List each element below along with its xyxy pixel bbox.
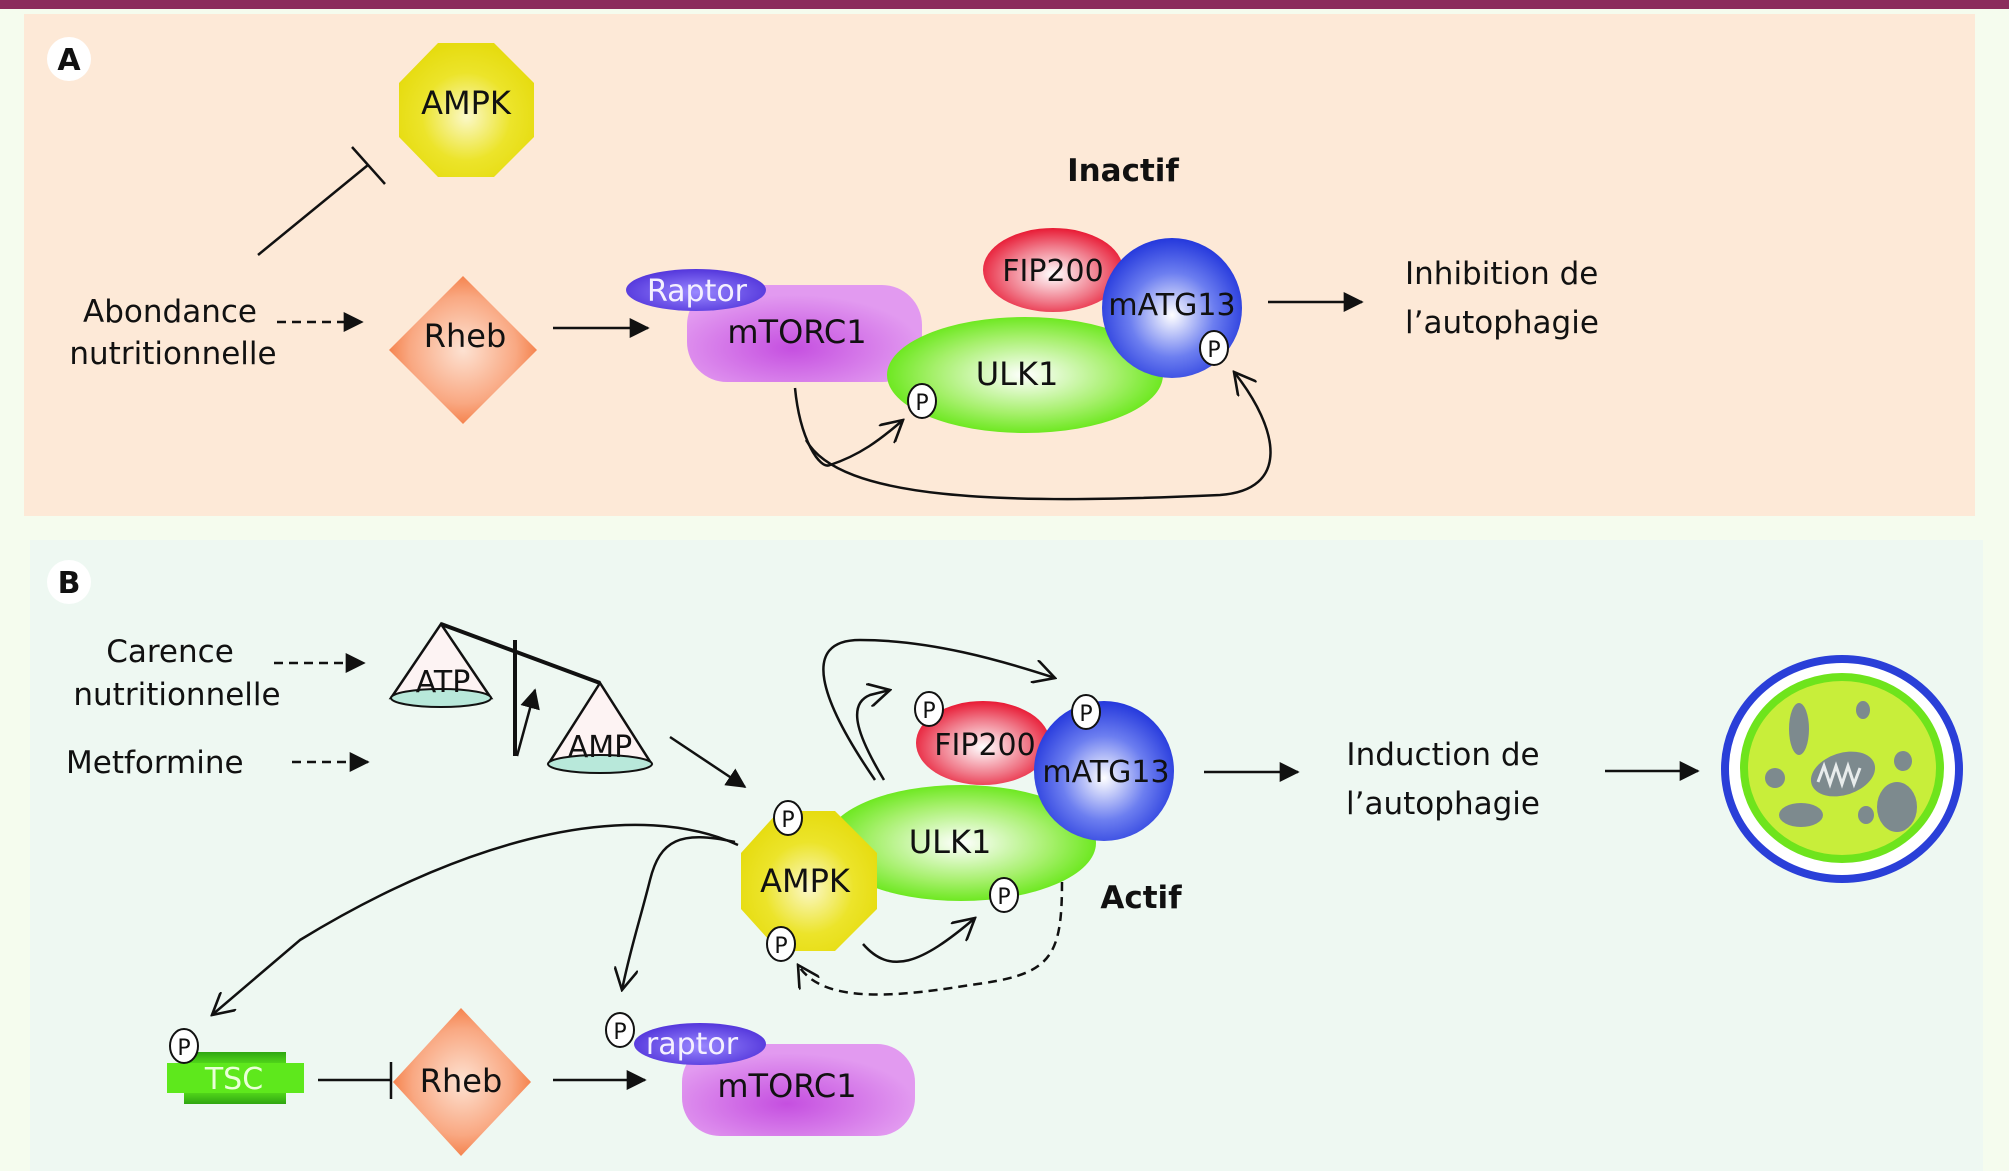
ampk-node	[399, 43, 534, 177]
svg-text:P: P	[1079, 702, 1092, 727]
mtorc1-label-b: mTORC1	[717, 1067, 856, 1105]
tsc-node	[167, 1052, 304, 1104]
ampk-label-b: AMPK	[760, 862, 851, 900]
outcome-line1: Inhibition de	[1405, 256, 1598, 292]
outcome-b-line1: Induction de	[1346, 737, 1539, 773]
mtorc1-node	[687, 285, 922, 382]
svg-text:P: P	[613, 1020, 626, 1045]
rheb-node	[389, 276, 537, 424]
ulk1-label: ULK1	[976, 355, 1059, 393]
rheb-label-b: Rheb	[420, 1062, 503, 1100]
svg-text:P: P	[915, 391, 928, 416]
amp-label: AMP	[568, 730, 633, 765]
svg-text:P: P	[1207, 338, 1220, 363]
amp-pan-base	[547, 754, 653, 774]
panel-a-badge	[47, 37, 91, 81]
ampk-node-b	[741, 811, 877, 951]
svg-text:P: P	[997, 885, 1010, 910]
top-bar	[0, 0, 2009, 9]
phospho-raptor: P	[605, 1012, 635, 1048]
atp-label: ATP	[416, 665, 471, 700]
phospho-ampk-bottom: P	[766, 926, 796, 962]
ampk-label: AMPK	[421, 84, 512, 122]
phosphorylation-arrow-ulk1	[793, 387, 903, 467]
fip200-label: FIP200	[1002, 254, 1103, 289]
ampk-to-tsc-arrow	[212, 823, 739, 1015]
ampk-to-ulk1-arrow	[862, 918, 975, 964]
fip200-label-b: FIP200	[934, 728, 1035, 763]
tsc-label: TSC	[204, 1062, 263, 1097]
rheb-node-b	[393, 1008, 531, 1156]
phospho-tsc: P	[169, 1028, 199, 1064]
fip200-node-b	[916, 701, 1050, 785]
phosphorylation-arrow-matg13	[804, 372, 1272, 501]
phospho-matg13: P	[1199, 330, 1229, 366]
matg13-node-b	[1034, 701, 1174, 841]
balance-arrow	[515, 688, 540, 757]
panel-b-content: B Carence nutritionnelle Metformine ATP …	[47, 560, 1963, 1156]
outcome-line2: l’autophagie	[1405, 305, 1599, 341]
phospho-matg13-b: P	[1071, 694, 1101, 730]
ampk-to-raptor-arrow	[622, 836, 736, 990]
autophagosome-icon	[1721, 655, 1963, 883]
ulk1-to-matg13-arrow	[822, 638, 1055, 781]
svg-text:P: P	[177, 1036, 190, 1061]
phospho-ulk1: P	[907, 383, 937, 419]
inhibition-line	[257, 164, 369, 256]
panel-b-label: B	[58, 566, 81, 601]
outcome-b-line2: l’autophagie	[1346, 786, 1540, 822]
raptor-label-b: raptor	[646, 1027, 739, 1062]
panel-a-label: A	[57, 43, 81, 78]
raptor-node-b	[634, 1023, 766, 1065]
input-carence: Carence	[106, 634, 234, 670]
input-nutritionnelle-b: nutritionnelle	[73, 677, 280, 713]
mtorc1-label: mTORC1	[727, 313, 866, 351]
amp-to-ampk-arrow	[669, 735, 747, 789]
panel-a-content: A AMPK Abondance nutritionnelle Rheb mTO…	[47, 37, 1599, 501]
panel-b-badge	[47, 560, 91, 604]
raptor-label: Raptor	[647, 274, 748, 309]
ulk1-to-ampk-dashed-arrow	[798, 881, 1064, 996]
svg-text:P: P	[781, 808, 794, 833]
input-abondance: Abondance	[83, 294, 257, 330]
matg13-label-b: mATG13	[1042, 755, 1169, 790]
svg-text:P: P	[774, 934, 787, 959]
ulk1-node	[887, 317, 1163, 433]
state-actif: Actif	[1100, 880, 1182, 916]
state-inactif: Inactif	[1067, 153, 1179, 189]
atp-amp-balance: ATP AMP	[388, 621, 654, 774]
rheb-label: Rheb	[424, 317, 507, 355]
balance-beam	[440, 622, 601, 685]
inhibition-bar	[351, 146, 386, 185]
input-nutritionnelle: nutritionnelle	[69, 336, 276, 372]
phospho-ampk-top: P	[773, 800, 803, 836]
phospho-fip200: P	[914, 691, 944, 727]
phospho-ulk1-b: P	[989, 877, 1019, 913]
ulk1-to-fip200-arrow	[855, 690, 890, 781]
svg-text:P: P	[922, 699, 935, 724]
mtorc1-node-b	[682, 1044, 915, 1136]
input-metformine: Metformine	[66, 745, 244, 781]
matg13-label: mATG13	[1108, 288, 1235, 323]
ulk1-node-b	[826, 785, 1096, 901]
raptor-node	[626, 269, 766, 311]
atp-pan-base	[390, 688, 492, 708]
fip200-node	[983, 228, 1123, 312]
ulk1-label-b: ULK1	[909, 823, 992, 861]
